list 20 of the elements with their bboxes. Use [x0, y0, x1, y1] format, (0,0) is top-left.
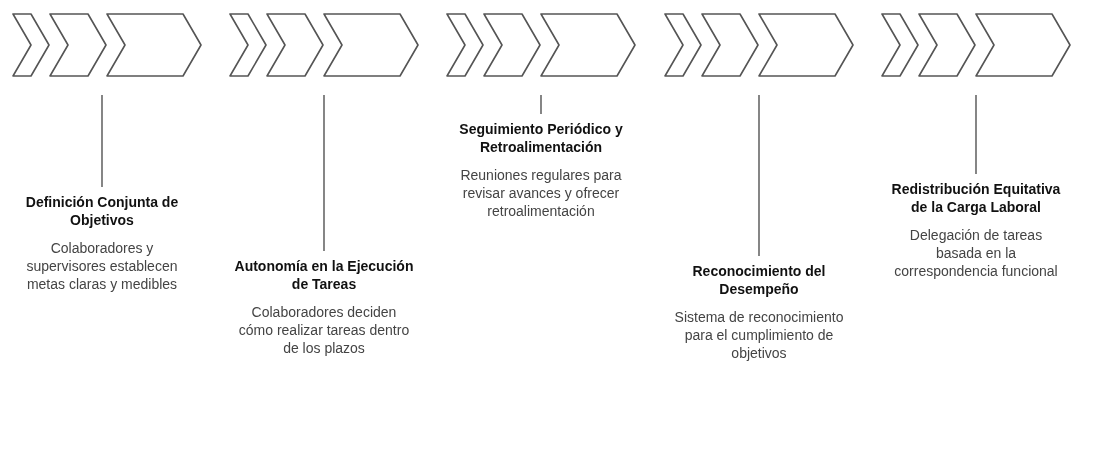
step-description: Sistema de reconocimiento para el cumplimiento de objetivos: [673, 308, 845, 362]
leader-line: [101, 94, 103, 188]
leader-line: [975, 94, 977, 175]
chevron-arrows-drawing: [446, 13, 636, 77]
leader-line: [758, 94, 760, 257]
step-description: Colaboradores deciden cómo realizar tareas dentro de los plazos: [237, 303, 411, 357]
step-description: Colaboradores y supervisores establecen metas claras y medibles: [25, 239, 179, 293]
step-heading: Reconocimiento del Desempeño: [691, 262, 827, 298]
step-heading: Seguimiento Periódico y Retroalimentación: [458, 120, 624, 156]
leader-line: [323, 94, 325, 252]
step-heading: Redistribución Equitativa de la Carga Laboral: [890, 180, 1062, 216]
chevron-arrows-drawing: [881, 13, 1071, 77]
step-heading: Autonomía en la Ejecución de Tareas: [234, 257, 414, 293]
chevron-arrows-drawing: [664, 13, 854, 77]
leader-line: [540, 94, 542, 115]
step-heading: Definición Conjunta de Objetivos: [24, 193, 180, 229]
chevron-arrows-drawing: [12, 13, 202, 77]
step-description: Delegación de tareas basada en la correspondencia funcional: [893, 226, 1059, 280]
step-description: Reuniones regulares para revisar avances y ofrecer retroalimentación: [459, 166, 623, 220]
chevron-arrows-drawing: [229, 13, 419, 77]
